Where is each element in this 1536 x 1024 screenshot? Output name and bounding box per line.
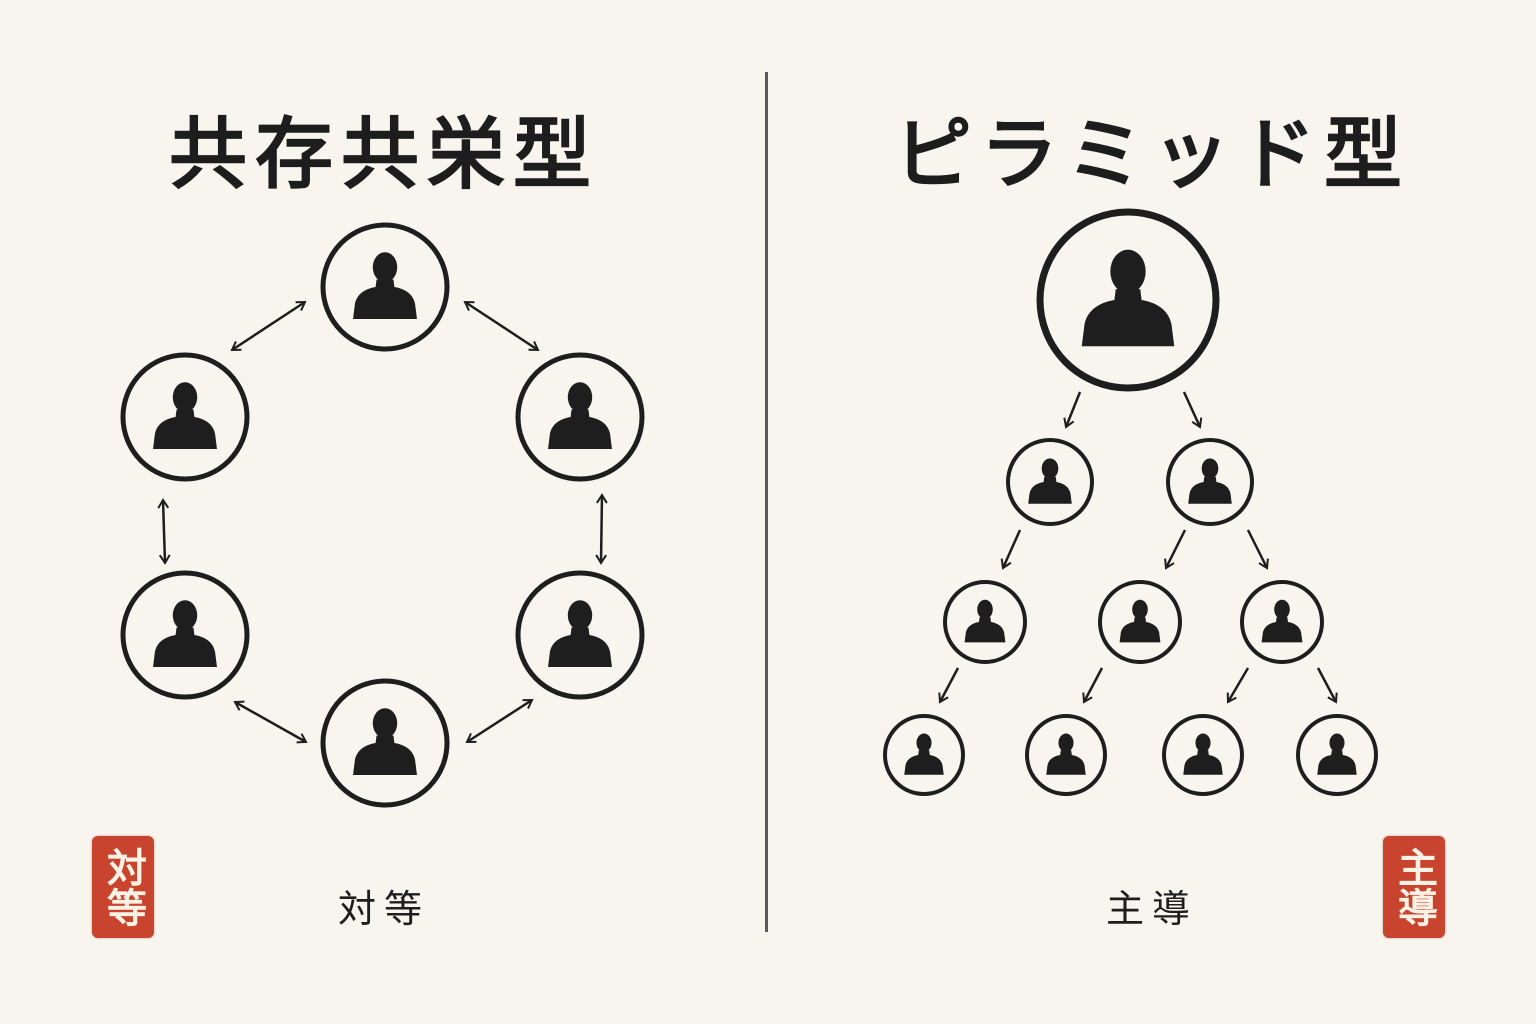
left-title: 共存共栄型: [168, 109, 599, 200]
pyramid-node-row4: [883, 714, 1378, 796]
pyramid-node-row2: [1006, 438, 1254, 526]
right-caption: 主導: [1105, 887, 1198, 931]
person-silhouette-icon: [1119, 599, 1161, 643]
pyramid-diagram: [883, 208, 1378, 796]
double-arrow-icon: [595, 493, 608, 565]
down-arrow-icon: [938, 667, 960, 704]
person-silhouette-icon: [153, 600, 217, 667]
person-silhouette-icon: [1081, 249, 1175, 347]
person-silhouette-icon: [353, 708, 417, 775]
person-silhouette-icon: [964, 599, 1006, 643]
person-silhouette-icon: [153, 382, 217, 449]
pyramid-arrows: [938, 391, 1338, 704]
down-arrow-icon: [1000, 529, 1022, 570]
ring-diagram: [120, 222, 645, 808]
right-panel: ピラミッド型 主導: [768, 0, 1536, 1024]
double-arrow-icon: [463, 300, 540, 352]
down-arrow-icon: [1063, 391, 1082, 429]
down-arrow-icon: [1164, 529, 1187, 570]
ring-node-lower-right: [515, 570, 645, 700]
down-arrow-icon: [1182, 391, 1203, 429]
pyramid-node-top: [1036, 208, 1220, 392]
ring-node-upper-left: [120, 352, 250, 482]
double-arrow-icon: [233, 700, 308, 744]
double-arrow-icon: [230, 300, 307, 352]
ring-node-upper-right: [515, 352, 645, 482]
person-silhouette-icon: [1183, 733, 1223, 775]
left-panel: 共存共栄型 対等: [168, 109, 599, 931]
down-arrow-icon: [1082, 667, 1104, 704]
person-silhouette-icon: [548, 382, 612, 449]
left-caption: 対等: [337, 887, 430, 931]
center-divider: [765, 72, 768, 932]
person-silhouette-icon: [1188, 458, 1232, 504]
left-seal-stamp: 対等: [92, 836, 154, 938]
right-title: ピラミッド型: [893, 109, 1410, 200]
person-silhouette-icon: [1028, 458, 1072, 504]
person-silhouette-icon: [353, 252, 417, 319]
person-silhouette-icon: [548, 600, 612, 667]
pyramid-node-row3: [943, 580, 1324, 664]
ring-arrows: [157, 300, 608, 744]
person-silhouette-icon: [1261, 599, 1303, 643]
double-arrow-icon: [465, 698, 534, 744]
down-arrow-icon: [1246, 529, 1269, 570]
ring-node-bottom: [320, 678, 450, 808]
ring-node-lower-left: [120, 570, 250, 700]
down-arrow-icon: [1316, 667, 1338, 704]
double-arrow-icon: [157, 498, 171, 565]
ring-node-top: [320, 222, 450, 352]
person-silhouette-icon: [904, 733, 944, 775]
down-arrow-icon: [1226, 667, 1250, 704]
right-seal-stamp: 主導: [1383, 836, 1445, 938]
person-silhouette-icon: [1317, 733, 1357, 775]
person-silhouette-icon: [1046, 733, 1086, 775]
